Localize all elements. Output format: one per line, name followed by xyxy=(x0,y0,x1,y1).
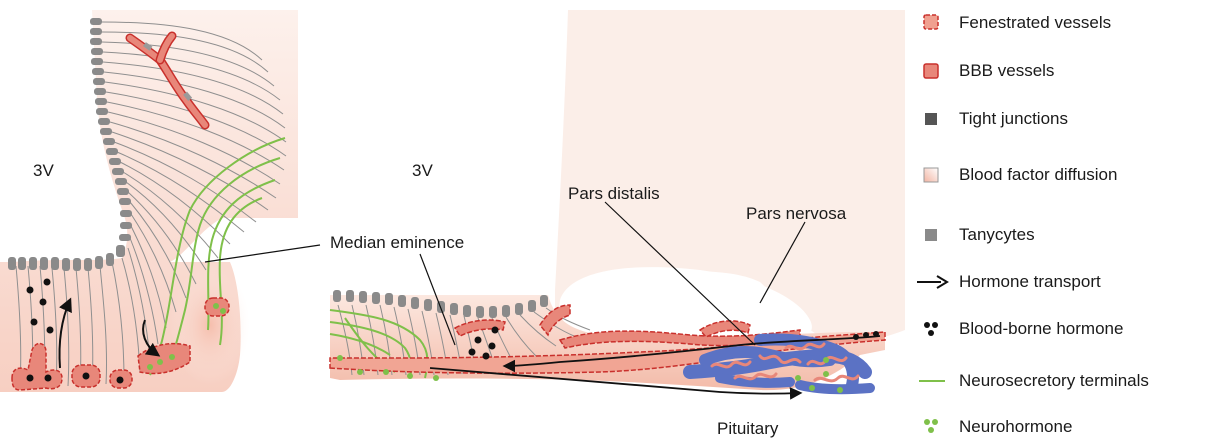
fenestrated-vessel-icon xyxy=(915,8,959,38)
legend: Fenestrated vessels BBB vessels Tight ju… xyxy=(915,0,1229,439)
legend-label: BBB vessels xyxy=(959,61,1054,81)
legend-item-bbb: BBB vessels xyxy=(915,56,1054,86)
legend-label: Fenestrated vessels xyxy=(959,13,1111,33)
legend-item-blood-borne: Blood-borne hormone xyxy=(915,314,1123,344)
left-panel: 3V xyxy=(0,10,298,392)
pars-nervosa-label: Pars nervosa xyxy=(746,204,847,223)
diffusion-gradient-icon xyxy=(915,160,959,190)
legend-label: Blood-borne hormone xyxy=(959,319,1123,339)
legend-item-diffusion: Blood factor diffusion xyxy=(915,160,1117,190)
pituitary-label: Pituitary xyxy=(717,419,779,438)
legend-item-neurosecretory: Neurosecretory terminals xyxy=(915,366,1149,396)
legend-label: Neurosecretory terminals xyxy=(959,371,1149,391)
legend-item-neurohormone: Neurohormone xyxy=(915,412,1072,442)
black-dots-icon xyxy=(915,314,959,344)
third-ventricle-label-left: 3V xyxy=(33,161,54,180)
legend-item-fenestrated: Fenestrated vessels xyxy=(915,8,1111,38)
legend-label: Tight junctions xyxy=(959,109,1068,129)
legend-label: Blood factor diffusion xyxy=(959,165,1117,185)
legend-label: Hormone transport xyxy=(959,272,1101,292)
legend-label: Tanycytes xyxy=(959,225,1035,245)
bbb-vessel-icon xyxy=(915,56,959,86)
green-line-icon xyxy=(915,366,959,396)
legend-item-tight-junctions: Tight junctions xyxy=(915,104,1068,134)
pars-distalis-label: Pars distalis xyxy=(568,184,660,203)
legend-item-hormone-transport: Hormone transport xyxy=(915,267,1101,297)
median-eminence-label: Median eminence xyxy=(330,233,464,252)
tight-junction-icon xyxy=(915,104,959,134)
green-dots-icon xyxy=(915,412,959,442)
tanycyte-icon xyxy=(915,220,959,250)
third-ventricle-label-middle: 3V xyxy=(412,161,433,180)
arrow-right-icon xyxy=(915,267,959,297)
legend-item-tanycytes: Tanycytes xyxy=(915,220,1035,250)
middle-panel: 3V Median eminence Pars distalis Pars ne… xyxy=(205,10,905,438)
legend-label: Neurohormone xyxy=(959,417,1072,437)
